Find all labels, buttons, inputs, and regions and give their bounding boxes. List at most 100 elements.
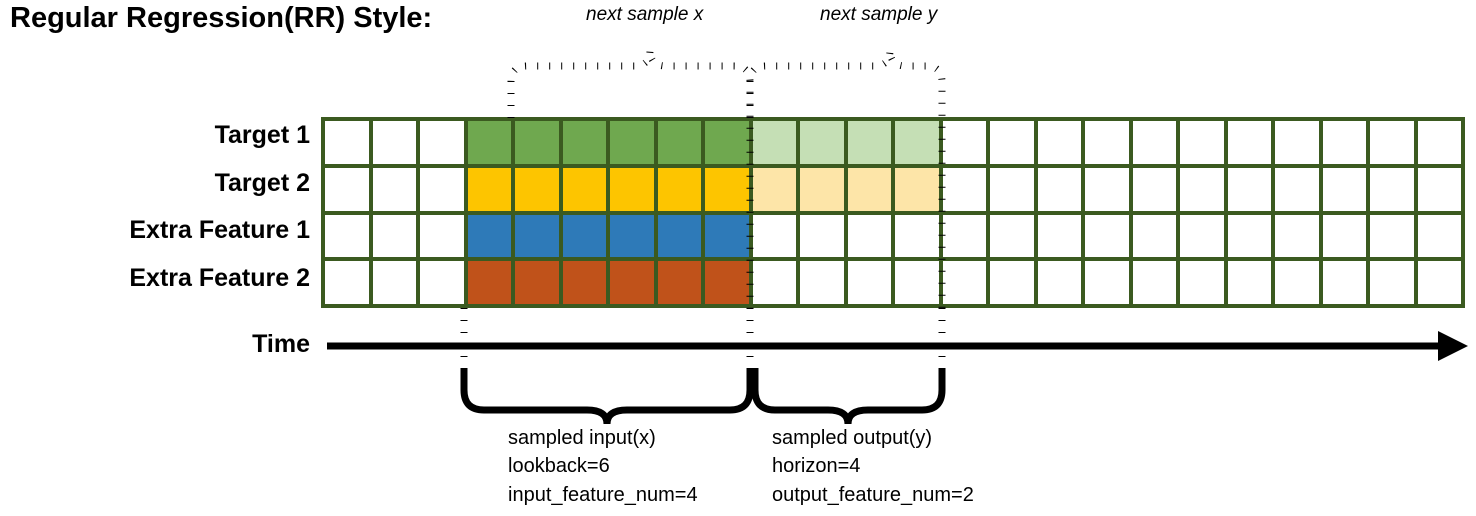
grid-cell-empty	[1417, 121, 1461, 164]
grid-cell-empty	[1370, 167, 1414, 211]
grid-cell-empty	[372, 167, 416, 211]
grid-cell-empty	[990, 214, 1034, 258]
grid-cell-input	[610, 214, 654, 258]
page-title: Regular Regression(RR) Style:	[10, 2, 433, 34]
grid-cell-input	[705, 167, 749, 211]
sampled-output-brace-icon	[751, 368, 946, 425]
grid-cell-empty	[752, 261, 796, 304]
grid-cell-empty	[1180, 121, 1224, 164]
grid-cell-output	[800, 121, 844, 164]
grid-cell-input	[610, 261, 654, 304]
grid-cell-empty	[372, 261, 416, 304]
grid-cell-empty	[1417, 261, 1461, 304]
sampled-output-line-2: horizon=4	[772, 455, 861, 478]
grid-cell-empty	[420, 214, 464, 258]
row-label-extra-feature-2: Extra Feature 2	[129, 264, 310, 292]
grid-cell-input	[515, 167, 559, 211]
grid-cell-empty	[1322, 261, 1366, 304]
grid-cell-empty	[1180, 167, 1224, 211]
grid-cell-input	[610, 167, 654, 211]
timeseries-grid	[321, 117, 1465, 308]
grid-cell-empty	[372, 121, 416, 164]
grid-cell-empty	[1227, 167, 1271, 211]
sampled-output-caption: sampled output(y) horizon=4 output_featu…	[772, 424, 974, 509]
grid-cell-output	[752, 121, 796, 164]
sampled-input-brace-icon	[460, 368, 754, 425]
grid-cell-input	[467, 167, 511, 211]
row-label-target-2: Target 2	[214, 169, 310, 197]
grid-cell-empty	[752, 214, 796, 258]
next-sample-y-label: next sample y	[820, 4, 938, 25]
grid-cell-empty	[1085, 121, 1129, 164]
grid-cell-empty	[325, 261, 369, 304]
grid-cell-empty	[942, 214, 986, 258]
grid-cell-empty	[420, 167, 464, 211]
grid-cell-input	[467, 261, 511, 304]
grid-cell-empty	[895, 214, 939, 258]
grid-cell-empty	[942, 261, 986, 304]
grid-cell-empty	[1085, 214, 1129, 258]
grid-cell-output	[895, 167, 939, 211]
grid-cell-output	[800, 167, 844, 211]
grid-cell-input	[467, 214, 511, 258]
grid-cell-empty	[847, 214, 891, 258]
time-axis-label: Time	[252, 330, 310, 358]
grid-cell-input	[705, 214, 749, 258]
grid-cell-empty	[1275, 261, 1319, 304]
grid-cell-empty	[1085, 261, 1129, 304]
grid-cell-empty	[1085, 167, 1129, 211]
grid-cell-input	[657, 167, 701, 211]
grid-cell-empty	[420, 121, 464, 164]
dotted-guide-lines	[460, 308, 946, 372]
grid-cell-empty	[420, 261, 464, 304]
grid-cell-input	[467, 121, 511, 164]
sampled-input-line-1: sampled input(x)	[508, 427, 656, 449]
grid-cell-output	[895, 121, 939, 164]
grid-cell-input	[515, 261, 559, 304]
grid-cell-empty	[325, 121, 369, 164]
grid-cell-empty	[1037, 261, 1081, 304]
grid-cell-empty	[1370, 121, 1414, 164]
time-axis-arrow-icon	[327, 331, 1468, 361]
grid-cell-input	[705, 121, 749, 164]
grid-cell-empty	[1275, 121, 1319, 164]
grid-cell-input	[515, 214, 559, 258]
grid-cell-input	[562, 261, 606, 304]
grid-cell-empty	[1417, 167, 1461, 211]
grid-cell-empty	[990, 121, 1034, 164]
grid-row	[325, 214, 1461, 258]
grid-cell-empty	[1180, 214, 1224, 258]
grid-cell-input	[562, 121, 606, 164]
grid-cell-empty	[1180, 261, 1224, 304]
grid-cell-input	[515, 121, 559, 164]
grid-cell-empty	[1275, 167, 1319, 211]
grid-row	[325, 121, 1461, 164]
sampled-input-caption: sampled input(x) lookback=6 input_featur…	[508, 424, 698, 509]
grid-cell-empty	[1132, 167, 1176, 211]
grid-cell-empty	[1227, 121, 1271, 164]
grid-cell-empty	[847, 261, 891, 304]
grid-cell-empty	[1322, 167, 1366, 211]
grid-cell-input	[657, 121, 701, 164]
grid-cell-empty	[372, 214, 416, 258]
sampled-input-line-3: input_feature_num=4	[508, 483, 698, 506]
grid-cell-empty	[1322, 214, 1366, 258]
grid-cell-empty	[1037, 121, 1081, 164]
grid-cell-empty	[800, 214, 844, 258]
grid-cell-empty	[1417, 214, 1461, 258]
grid-cell-empty	[1132, 261, 1176, 304]
grid-cell-input	[562, 214, 606, 258]
grid-cell-output	[847, 167, 891, 211]
grid-cell-empty	[1370, 214, 1414, 258]
grid-cell-empty	[990, 261, 1034, 304]
row-label-extra-feature-1: Extra Feature 1	[129, 216, 310, 244]
grid-cell-empty	[895, 261, 939, 304]
grid-cell-input	[610, 121, 654, 164]
row-label-group: Target 1 Target 2 Extra Feature 1 Extra …	[48, 117, 310, 308]
grid-cell-empty	[1037, 214, 1081, 258]
row-label-target-1: Target 1	[214, 121, 310, 149]
grid-cell-empty	[1370, 261, 1414, 304]
grid-cell-empty	[325, 167, 369, 211]
grid-row	[325, 167, 1461, 211]
